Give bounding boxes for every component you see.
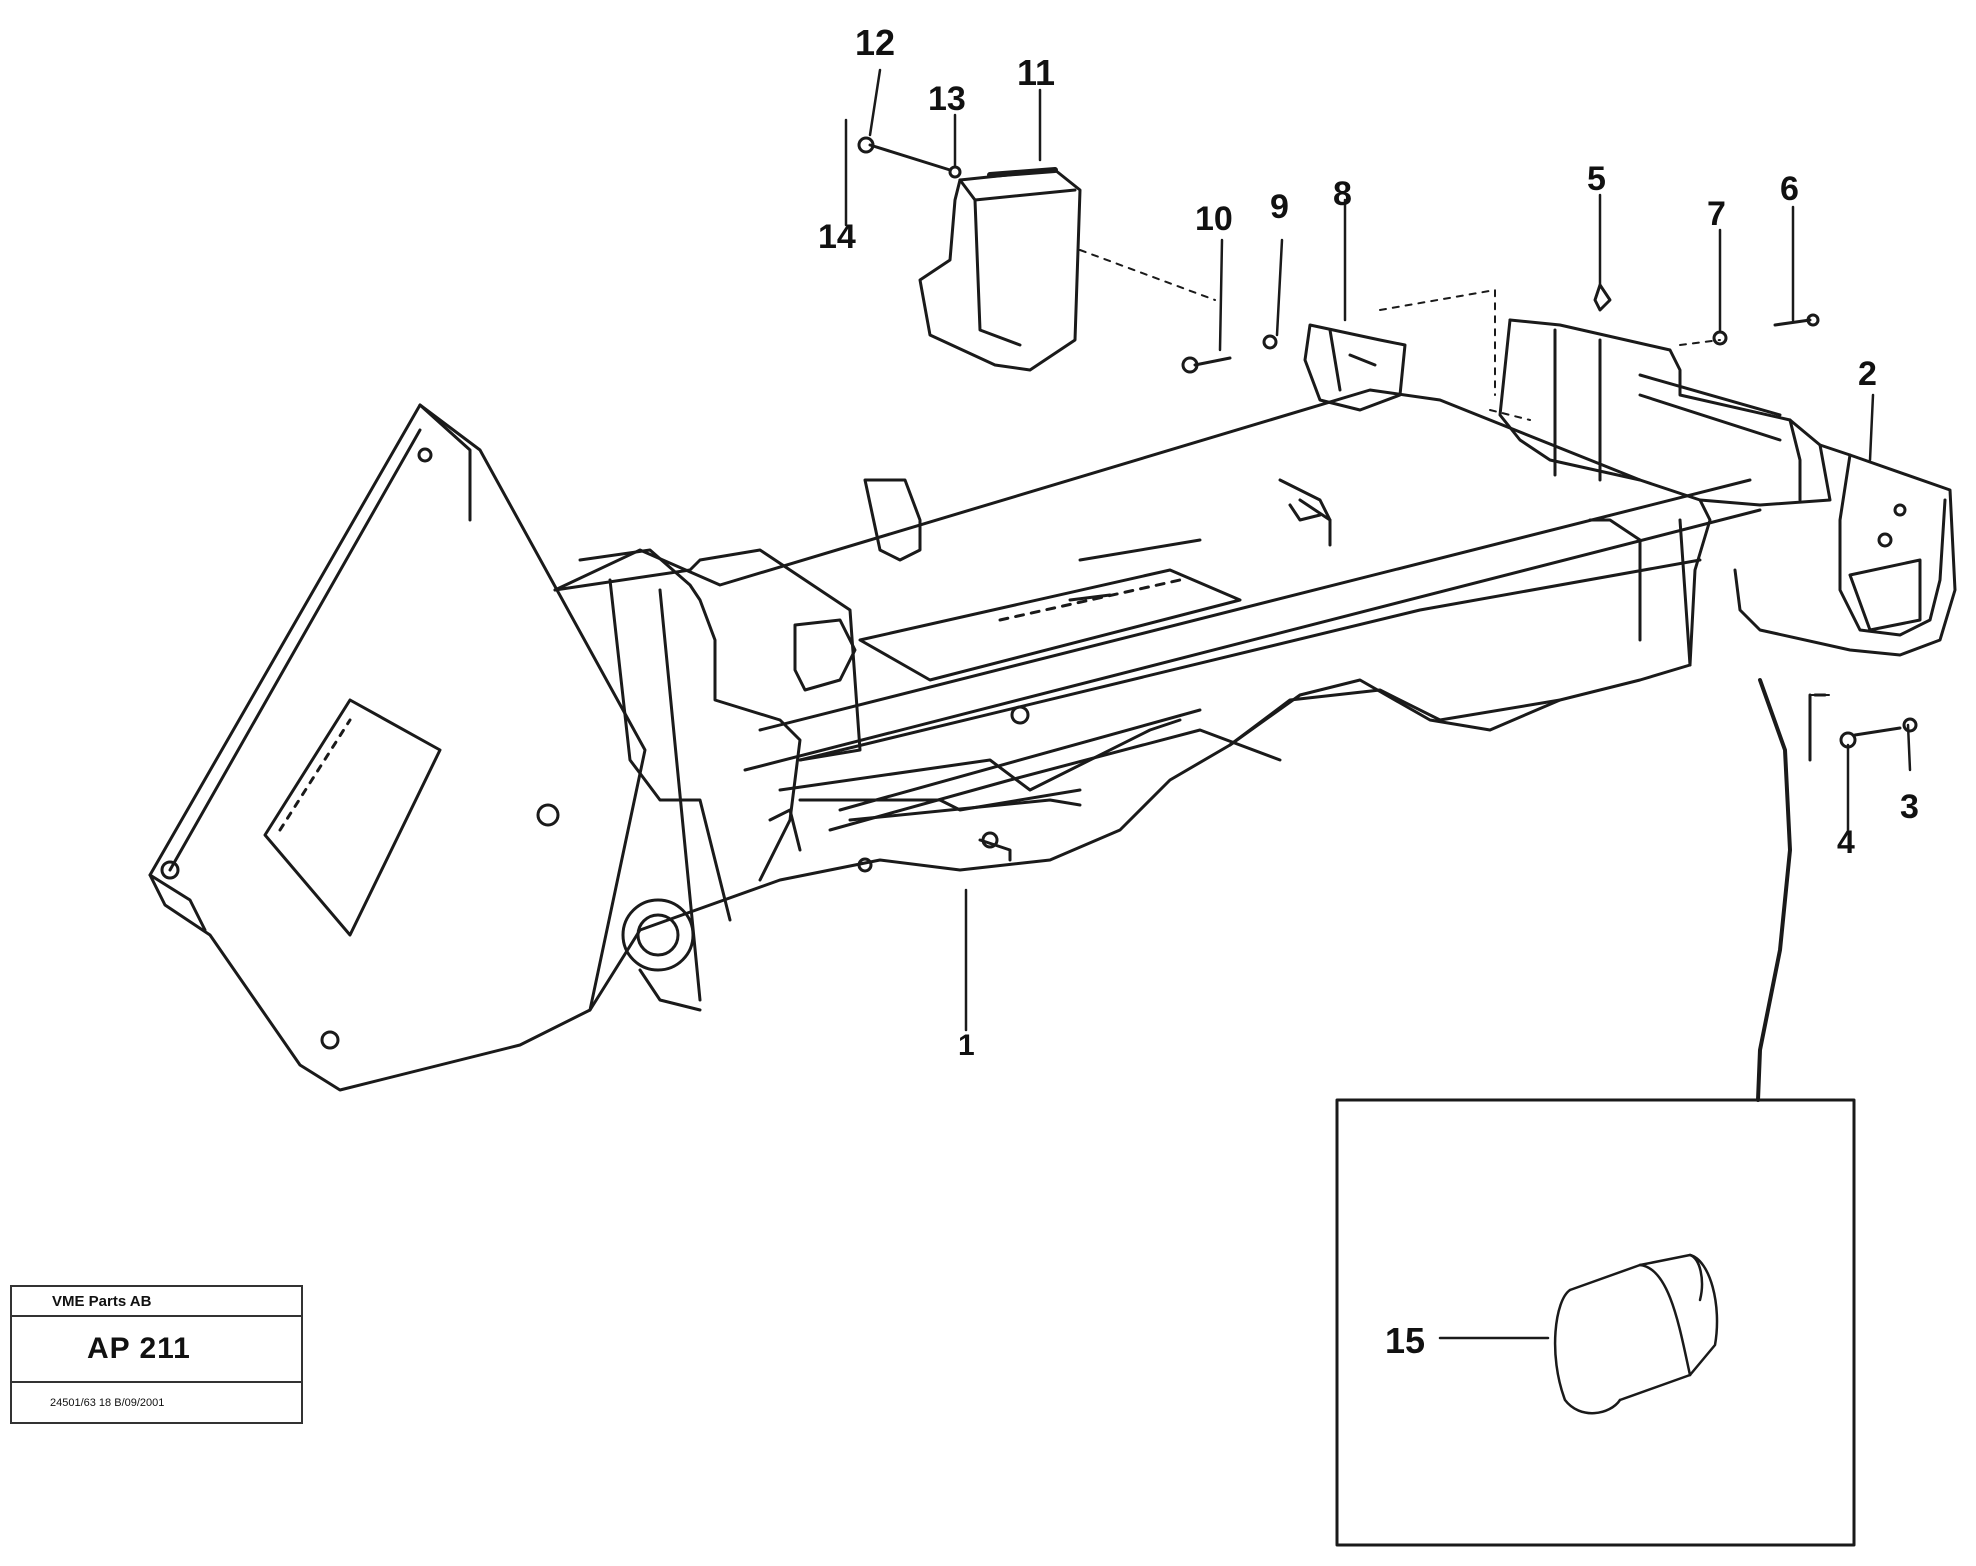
callout-8: 8 <box>1333 175 1352 213</box>
callout-2: 2 <box>1858 355 1877 393</box>
callout-14: 14 <box>818 218 856 256</box>
callout-leader-lines <box>844 68 1912 1340</box>
plug-15 <box>1553 1253 1719 1415</box>
callout-12: 12 <box>855 22 895 63</box>
assembly-guide-lines <box>1079 249 1831 696</box>
callout-7: 7 <box>1707 195 1726 233</box>
detail-frame <box>1335 1098 1856 1547</box>
front-mounting-plate <box>148 403 647 1092</box>
callout-5: 5 <box>1587 160 1606 198</box>
lift-arm-pivot-bracket <box>578 478 1332 972</box>
callout-3: 3 <box>1900 788 1919 826</box>
callout-6: 6 <box>1780 170 1799 208</box>
callout-10: 10 <box>1195 200 1233 238</box>
rubber-stop-8 <box>1303 323 1407 412</box>
part-reference: 24501/63 18 B/09/2001 <box>50 1396 165 1409</box>
callout-15: 15 <box>1385 1320 1425 1361</box>
callout-labels: 1 2 3 4 5 6 7 8 9 10 11 12 13 14 15 <box>818 22 1919 1361</box>
callout-11: 11 <box>1017 52 1055 93</box>
cover-block-11 <box>918 167 1082 372</box>
callout-1: 1 <box>958 1029 975 1062</box>
callout-9: 9 <box>1270 188 1289 226</box>
rear-bracket <box>1498 318 1957 657</box>
hose-line <box>1756 678 1792 1102</box>
fasteners <box>857 136 1918 762</box>
frame-body <box>553 388 1762 1012</box>
callout-13: 13 <box>928 80 966 118</box>
lower-link-and-cable <box>768 678 1562 873</box>
diagram-code: AP 211 <box>12 1317 301 1383</box>
reference-box: VME Parts AB AP 211 24501/63 18 B/09/200… <box>10 1285 303 1424</box>
publisher-label: VME Parts AB <box>12 1287 301 1317</box>
callout-4: 4 <box>1837 824 1855 860</box>
